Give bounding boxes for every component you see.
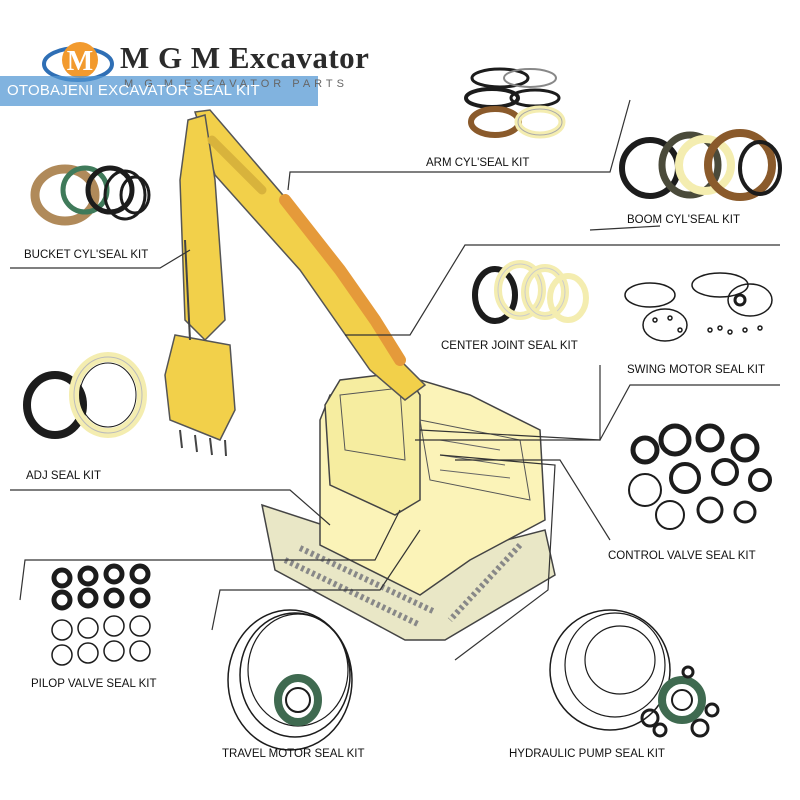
leader-pump <box>439 454 556 661</box>
banner-title: OTOBAJENI EXCAVATOR SEAL KIT <box>7 82 260 99</box>
leader-control <box>455 459 611 541</box>
control-valve-seal-rings <box>628 423 772 530</box>
bucket-cyl-seal-rings <box>30 164 151 226</box>
excavator-arm <box>179 114 226 342</box>
label-adj: ADJ SEAL KIT <box>26 470 101 482</box>
leader-swing <box>419 384 780 441</box>
excavator-cab <box>324 371 421 516</box>
center-joint-seal-rings <box>472 260 589 324</box>
label-travel-motor: TRAVEL MOTOR SEAL KIT <box>222 748 365 760</box>
swing-motor-seal-rings <box>624 272 773 342</box>
arm-cylinder <box>207 135 267 195</box>
label-center-joint: CENTER JOINT SEAL KIT <box>441 340 578 352</box>
leader-bucket <box>10 249 191 269</box>
pilop-valve-seal-rings <box>51 563 151 666</box>
bucket-teeth <box>179 429 227 457</box>
title-banner <box>0 76 318 106</box>
label-control-valve: CONTROL VALVE SEAL KIT <box>608 550 756 562</box>
label-arm-cyl: ARM CYL'SEAL KIT <box>426 157 529 169</box>
leader-lines <box>10 99 780 661</box>
brand-tagline: M G M EXCAVATOR PARTS <box>124 78 348 90</box>
leader-pilop <box>19 509 401 601</box>
excavator-bucket <box>164 334 236 441</box>
label-hydraulic-pump: HYDRAULIC PUMP SEAL KIT <box>509 748 665 760</box>
leader-adj <box>10 489 331 526</box>
brand-name: M G M Excavator <box>120 40 370 75</box>
boom-cylinder <box>279 194 406 366</box>
label-swing-motor: SWING MOTOR SEAL KIT <box>627 364 765 376</box>
excavator-track-links <box>283 542 523 628</box>
leader-boom-cyl <box>345 244 780 336</box>
mgm-logo: M <box>42 42 114 82</box>
boom-cyl-seal-rings <box>619 129 782 201</box>
arm-cyl-seal-rings <box>464 67 566 139</box>
leader-travel <box>211 529 421 631</box>
label-bucket-cyl: BUCKET CYL'SEAL KIT <box>24 249 148 261</box>
cab-window <box>339 387 406 461</box>
adj-seal-rings <box>23 352 147 439</box>
hydraulic-pump-seal-rings <box>549 609 720 738</box>
label-boom-cyl: BOOM CYL'SEAL KIT <box>627 214 740 226</box>
logo-letter: M <box>67 46 93 77</box>
label-pilop-valve: PILOP VALVE SEAL KIT <box>31 678 157 690</box>
leader-boom <box>589 225 661 231</box>
travel-motor-seal-rings <box>227 609 353 751</box>
leader-arm <box>287 99 631 191</box>
bucket-hose <box>184 239 191 341</box>
